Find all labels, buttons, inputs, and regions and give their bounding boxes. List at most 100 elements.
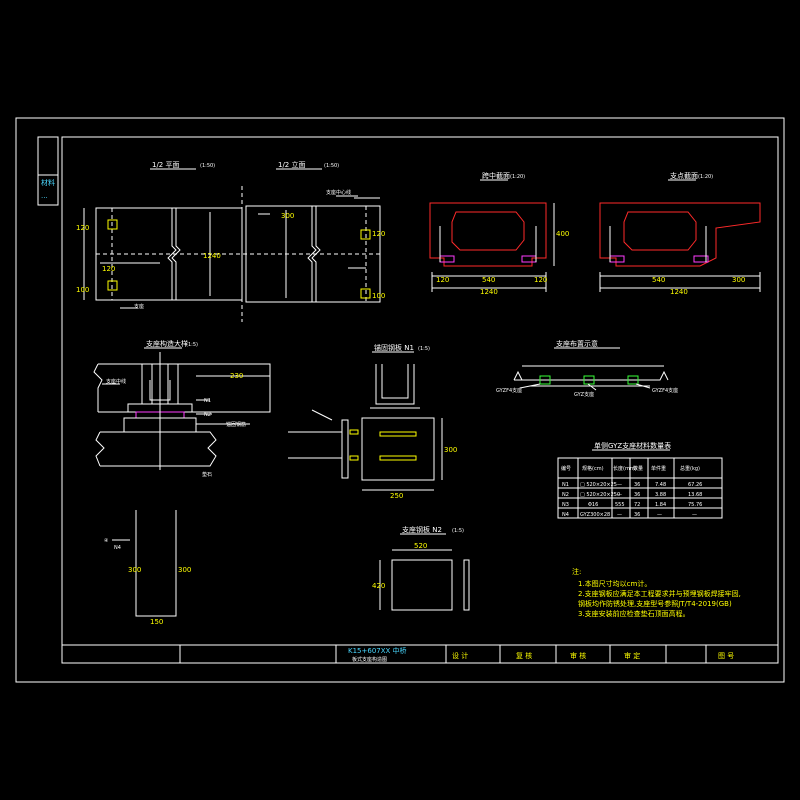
bearing-layout-view xyxy=(513,365,669,391)
plate-n1-title: 锚固钢板 N1 xyxy=(374,343,414,352)
table-cell: — xyxy=(617,512,622,518)
table-cell: □ 520×20×25 xyxy=(580,482,617,488)
plate-n1-scale: (1:5) xyxy=(418,346,430,352)
plan-dim-100-right: 100 xyxy=(372,292,385,300)
half-plan-right-scale: (1:50) xyxy=(324,163,339,169)
table-title: 单侧GYZ支座材料数量表 xyxy=(594,441,671,450)
table-header-4: 单件重 xyxy=(651,465,666,472)
table-cell: Φ16 xyxy=(588,502,598,508)
mid-dim-120: 120 xyxy=(436,276,449,284)
table-cell: N1 xyxy=(562,482,569,488)
mid-section-scale: (1:20) xyxy=(510,174,525,180)
title-project: K15+607XX 中桥 xyxy=(348,646,407,655)
side-label-1: 材料 xyxy=(41,178,55,187)
plan-left-mark: 支座 xyxy=(134,303,144,310)
column-label: N4 xyxy=(114,545,121,551)
col-dim-150: 150 xyxy=(150,618,163,626)
table-cell: N4 xyxy=(562,512,569,518)
support-detail-scale: (1:5) xyxy=(186,342,198,348)
detail-dim-230: 230 xyxy=(230,372,243,380)
n2-dim-420: 420 xyxy=(372,582,385,590)
detail-ground-label: 垫石 xyxy=(202,471,212,478)
detail-rebar-label: 锚固钢筋 xyxy=(226,421,246,428)
n2-dim-520: 520 xyxy=(414,542,427,550)
table-cell: N2 xyxy=(562,492,569,498)
n1-dim-300: 300 xyxy=(444,446,457,454)
table-cell: N3 xyxy=(562,502,569,508)
table-header-5: 总重(kg) xyxy=(680,465,700,472)
side-label-2: ... xyxy=(41,192,48,200)
table-header-2: 长度(mm) xyxy=(613,465,637,472)
half-plan-left-title: 1/2 平面 xyxy=(152,161,180,169)
table-cell: 3.88 xyxy=(655,492,666,498)
bearing-right-label: GYZF4支座 xyxy=(652,387,678,394)
table-cell: — xyxy=(692,512,697,518)
column-mark: ④ xyxy=(104,538,109,544)
col-dim-300-right: 300 xyxy=(178,566,191,574)
table-cell: 36 xyxy=(634,512,640,518)
title-sheet: 图 号 xyxy=(718,652,734,660)
title-approve: 审 定 xyxy=(624,651,640,660)
n1-dim-250: 250 xyxy=(390,492,403,500)
table-cell: 72 xyxy=(634,502,640,508)
table-header-3: 数量 xyxy=(633,465,643,472)
bearing-left-label: GYZF4支座 xyxy=(496,387,522,394)
title-drawing-name: 板式支座构造图 xyxy=(352,656,387,663)
plate-n1-view xyxy=(288,364,443,491)
column-view xyxy=(112,510,177,617)
plan-dim-300: 300 xyxy=(281,212,294,220)
table-cell: □ 520×20×250 xyxy=(580,492,620,498)
mid-dim-1240: 1240 xyxy=(480,288,498,296)
mid-section-view xyxy=(429,202,555,292)
title-review: 审 核 xyxy=(570,651,586,660)
col-dim-300-left: 300 xyxy=(128,566,141,574)
table-header-0: 编号 xyxy=(561,465,571,472)
half-plan-view xyxy=(83,186,381,322)
table-cell: — xyxy=(617,492,622,498)
mid-dim-540: 540 xyxy=(482,276,495,284)
outer-frame xyxy=(15,117,785,683)
table-header-1: 规格(cm) xyxy=(582,465,604,472)
detail-n2-label: N2 xyxy=(204,412,211,418)
title-block xyxy=(62,644,778,663)
support-detail-view xyxy=(93,352,271,470)
plan-dim-120-left: 120 xyxy=(76,224,89,232)
mid-dim-400: 400 xyxy=(556,230,569,238)
notes-line-1: 1.本图尺寸均以cm计。 xyxy=(578,579,651,588)
table-cell: 75.76 xyxy=(688,502,702,508)
plan-dim-120-right: 120 xyxy=(372,230,385,238)
support-section-scale: (1:20) xyxy=(698,174,713,180)
sup-dim-540: 540 xyxy=(652,276,665,284)
bearing-layout-title: 支座布置示意 xyxy=(556,339,598,348)
plate-n2-title: 支座钢板 N2 xyxy=(402,525,442,534)
table-cell: 67.26 xyxy=(688,482,702,488)
support-detail-title: 支座构造大样 xyxy=(146,339,188,348)
sup-dim-1240: 1240 xyxy=(670,288,688,296)
plan-dim-1240: 1240 xyxy=(203,252,221,260)
notes-line-2: 2.支座钢板应满足本工程要求并与预埋钢板焊接牢固, xyxy=(578,589,741,598)
material-table xyxy=(557,457,723,519)
support-section-view xyxy=(599,202,761,292)
notes-heading: 注: xyxy=(572,567,581,576)
support-section-title: 支点截面 xyxy=(670,171,698,180)
table-cell: 36 xyxy=(634,482,640,488)
detail-n1-label: N1 xyxy=(204,398,211,404)
plate-n2-view xyxy=(379,549,470,611)
notes-line-4: 3.支座安装前应检查垫石顶面高程。 xyxy=(578,609,690,618)
half-plan-right-title: 1/2 立面 xyxy=(278,160,306,169)
plan-anchor-label: 支座中心线 xyxy=(326,189,351,196)
table-cell: — xyxy=(657,512,662,518)
detail-center-label: 支座中线 xyxy=(106,378,126,385)
bearing-mid-label: GYZ支座 xyxy=(574,391,594,398)
table-cell: 1.84 xyxy=(655,502,666,508)
table-cell: 555 xyxy=(615,502,625,508)
title-design: 设 计 xyxy=(452,651,468,660)
sup-dim-300: 300 xyxy=(732,276,745,284)
title-check: 复 核 xyxy=(516,651,532,660)
plate-n2-scale: (1:5) xyxy=(452,528,464,534)
binding-strip xyxy=(37,136,59,206)
notes-line-3: 钢板均作防锈处理,支座型号参照JT/T4-2019(GB) xyxy=(578,599,732,608)
mid-section-title: 跨中截面 xyxy=(482,171,510,180)
table-cell: 13.68 xyxy=(688,492,702,498)
